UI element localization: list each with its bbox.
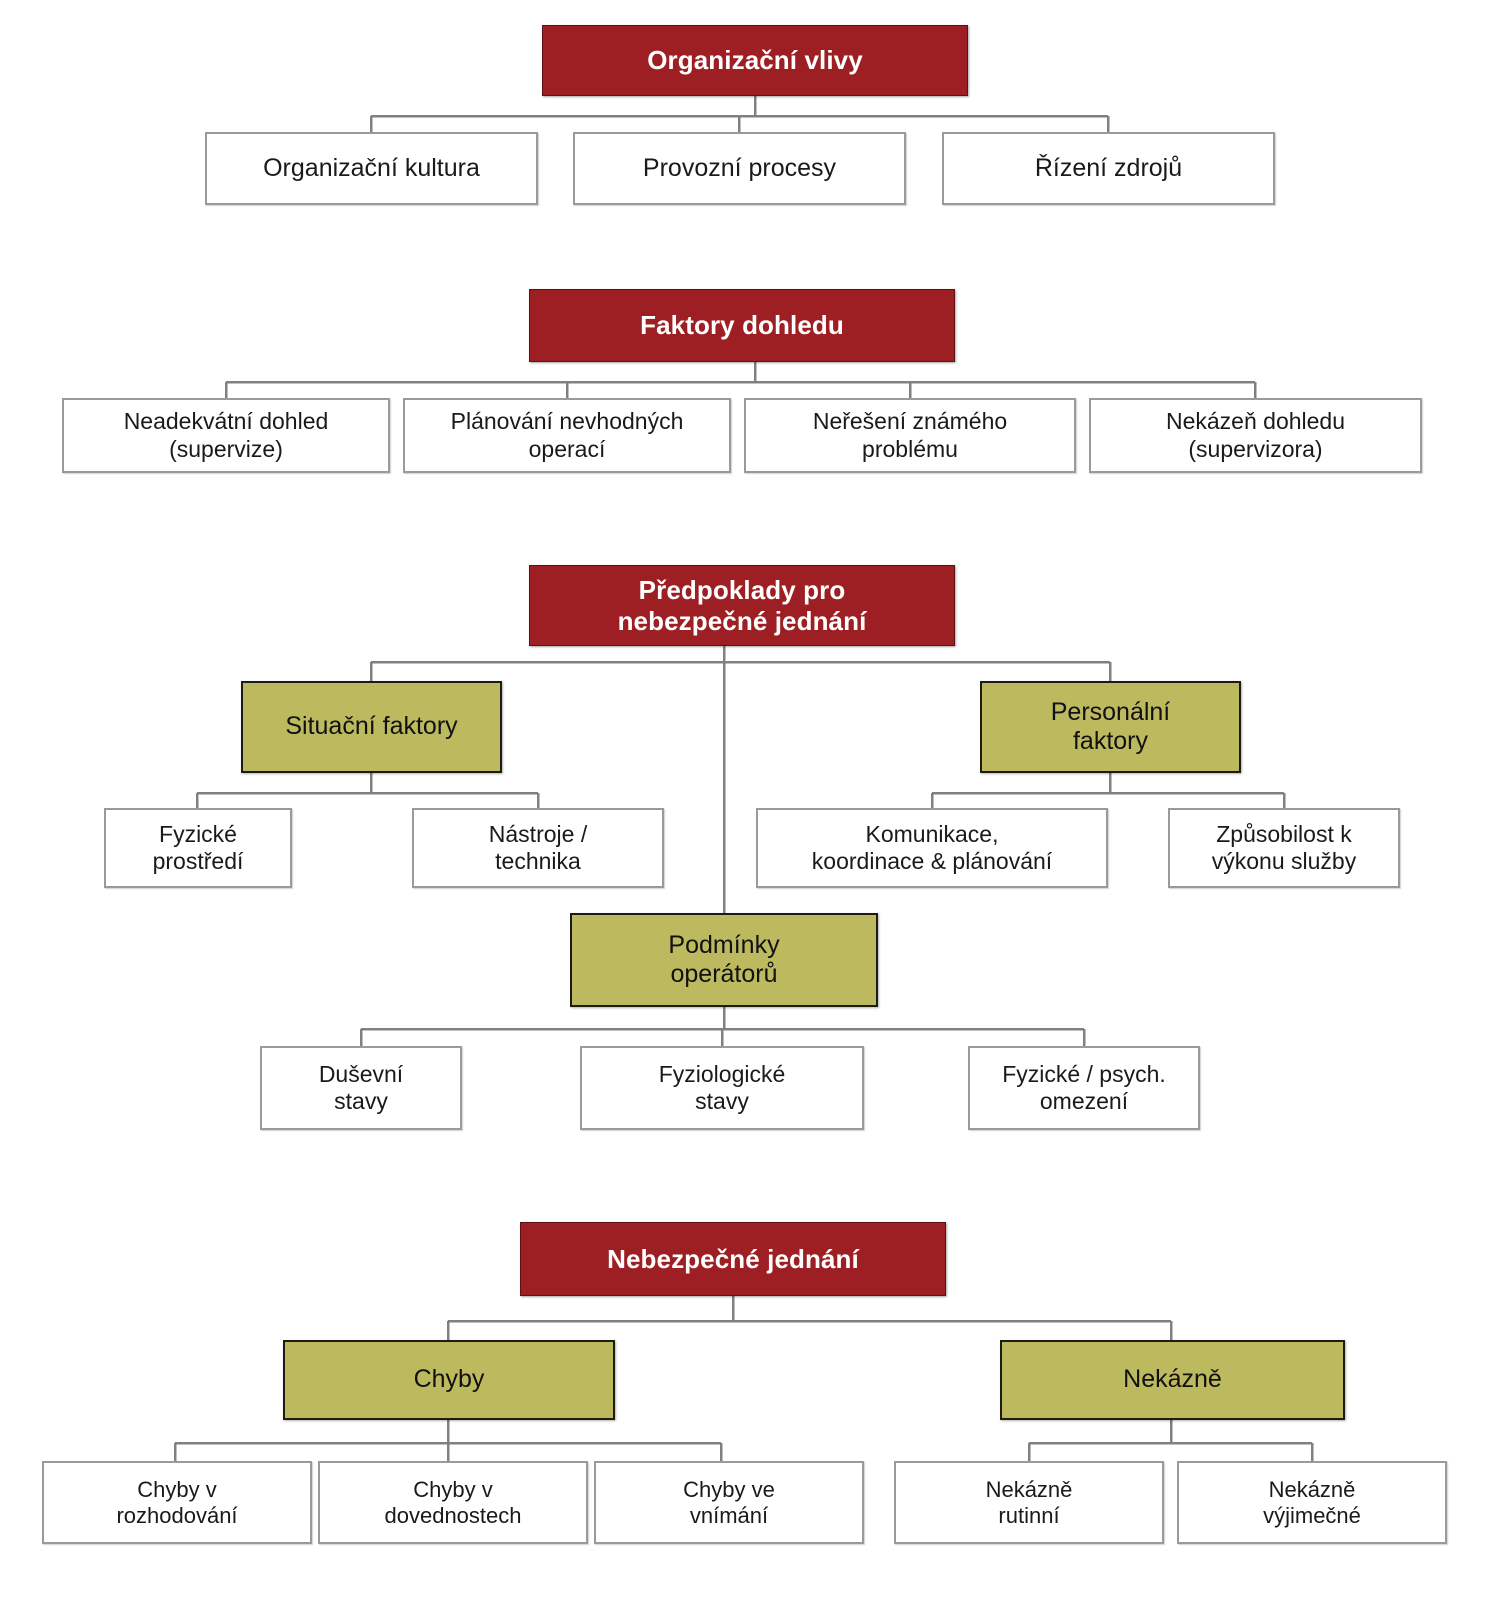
node-nekazne[interactable]: Nekázně (1000, 1340, 1345, 1420)
node-chyby-v-rozhodovani[interactable]: Chyby v rozhodování (42, 1461, 312, 1544)
node-neeseni-znameho-problemu[interactable]: Neřešení známého problému (744, 398, 1076, 473)
node-faktory-dohledu[interactable]: Faktory dohledu (529, 289, 955, 362)
node-neadekvatni-dohled[interactable]: Neadekvátní dohled (supervize) (62, 398, 390, 473)
node-label: Řízení zdrojů (1034, 153, 1183, 182)
node-label: Fyzické prostředí (152, 820, 244, 874)
node-organizacni-kultura[interactable]: Organizační kultura (205, 132, 538, 205)
node-fyziologicke-stavy[interactable]: Fyziologické stavy (580, 1046, 864, 1130)
node-label: Chyby v rozhodování (116, 1476, 238, 1528)
node-label: Organizační vlivy (647, 45, 863, 76)
node-label: Nebezpečné jednání (607, 1243, 859, 1274)
node-label: Fyzické / psych. omezení (1002, 1060, 1166, 1114)
node-label: Fyziologické stavy (658, 1060, 786, 1114)
node-dusevni-stavy[interactable]: Duševní stavy (260, 1046, 462, 1130)
node-nekazne-rutinni[interactable]: Nekázně rutinní (894, 1461, 1164, 1544)
node-label: Chyby ve vnímání (683, 1476, 775, 1528)
node-label: Nekázně výjimečné (1263, 1476, 1361, 1528)
node-label: Duševní stavy (318, 1060, 404, 1114)
node-nebezpecne-jednani[interactable]: Nebezpečné jednání (520, 1222, 946, 1296)
node-fyzicke-prostredi[interactable]: Fyzické prostředí (104, 808, 292, 888)
node-label: Nekázeň dohledu (supervizora) (1165, 408, 1346, 462)
node-nekazen-dohledu[interactable]: Nekázeň dohledu (supervizora) (1089, 398, 1422, 473)
node-planovani-nevhodnych-operaci[interactable]: Plánování nevhodných operací (403, 398, 731, 473)
node-provozni-procesy[interactable]: Provozní procesy (573, 132, 906, 205)
node-label: Nekázně rutinní (985, 1476, 1073, 1528)
node-label: Nekázně (1123, 1365, 1222, 1394)
node-label: Personální faktory (1050, 697, 1171, 756)
node-chyby-ve-vnimani[interactable]: Chyby ve vnímání (594, 1461, 864, 1544)
node-label: Neřešení známého problému (812, 408, 1008, 462)
node-label: Chyby v dovednostech (384, 1476, 522, 1528)
node-situacni-faktory[interactable]: Situační faktory (241, 681, 502, 773)
node-predpoklady-pro-nebezpecne-jednani[interactable]: Předpoklady pro nebezpečné jednání (529, 565, 955, 646)
node-label: Nástroje / technika (488, 820, 588, 874)
node-chyby[interactable]: Chyby (283, 1340, 615, 1420)
node-nastroje-technika[interactable]: Nástroje / technika (412, 808, 664, 888)
node-personalni-faktory[interactable]: Personální faktory (980, 681, 1241, 773)
node-nekazne-vyjimecne[interactable]: Nekázně výjimečné (1177, 1461, 1447, 1544)
node-label: Neadekvátní dohled (supervize) (123, 408, 329, 462)
node-label: Způsobilost k výkonu služby (1211, 820, 1357, 874)
node-podminky-operatoru[interactable]: Podmínky operátorů (570, 913, 878, 1007)
node-komunikace-koordinace-planovani[interactable]: Komunikace, koordinace & plánování (756, 808, 1108, 888)
node-rizeni-zdroju[interactable]: Řízení zdrojů (942, 132, 1275, 205)
node-label: Organizační kultura (263, 153, 480, 182)
node-zpusobilost-k-vykonu-sluzby[interactable]: Způsobilost k výkonu služby (1168, 808, 1400, 888)
node-label: Předpoklady pro nebezpečné jednání (617, 574, 867, 636)
node-label: Chyby (413, 1365, 485, 1394)
node-fyzicke-psych-omezeni[interactable]: Fyzické / psych. omezení (968, 1046, 1200, 1130)
node-label: Situační faktory (285, 712, 458, 741)
node-chyby-v-dovednostech[interactable]: Chyby v dovednostech (318, 1461, 588, 1544)
node-label: Provozní procesy (642, 153, 837, 182)
node-label: Plánování nevhodných operací (450, 408, 684, 462)
node-organizacni-vlivy[interactable]: Organizační vlivy (542, 25, 968, 96)
node-label: Podmínky operátorů (668, 930, 780, 989)
node-label: Komunikace, koordinace & plánování (811, 820, 1053, 874)
node-label: Faktory dohledu (640, 310, 844, 341)
